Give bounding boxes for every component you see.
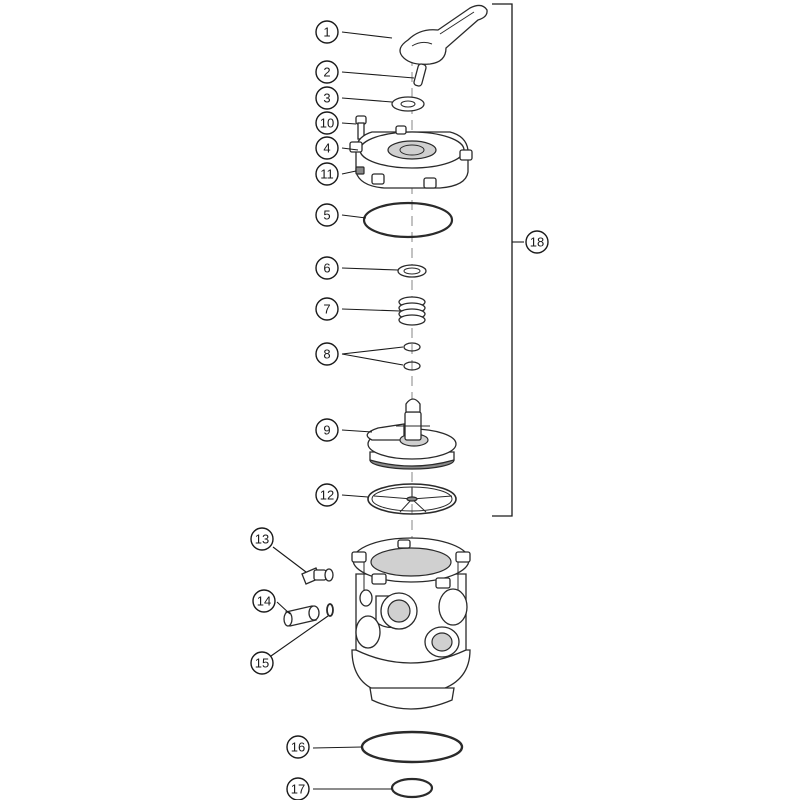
callout-5: 5 <box>315 203 339 227</box>
callout-17: 17 <box>286 777 310 800</box>
spider-gasket-part <box>367 483 457 515</box>
callout-label-7: 7 <box>323 302 330 317</box>
callout-6: 6 <box>315 256 339 280</box>
washer-part <box>391 96 425 112</box>
callout-10: 10 <box>315 111 339 135</box>
spring-part <box>398 296 426 326</box>
leader-lines <box>270 31 415 790</box>
rotor-part <box>366 398 457 470</box>
valve-cover-part <box>349 125 473 189</box>
bottom-o-ring-part <box>390 777 434 799</box>
base-o-ring-part <box>360 730 464 764</box>
callout-15: 15 <box>250 651 274 675</box>
callout-label-3: 3 <box>323 91 330 106</box>
callout-label-18: 18 <box>530 235 544 250</box>
callout-label-1: 1 <box>323 25 330 40</box>
callout-label-16: 16 <box>291 740 305 755</box>
gasket-part <box>397 264 427 278</box>
callout-label-13: 13 <box>255 532 269 547</box>
callout-label-4: 4 <box>323 141 330 156</box>
assembly-bracket <box>492 3 513 517</box>
valve-body-part <box>351 537 471 710</box>
callout-14: 14 <box>252 589 276 613</box>
callout-label-17: 17 <box>291 782 305 797</box>
callout-label-15: 15 <box>255 656 269 671</box>
callout-4: 4 <box>315 136 339 160</box>
callout-label-8: 8 <box>323 347 330 362</box>
callout-9: 9 <box>315 418 339 442</box>
sight-glass-part <box>301 567 334 585</box>
handle-part <box>399 4 488 65</box>
pin-part <box>413 63 427 87</box>
drain-cap-part <box>283 605 320 627</box>
callout-18: 18 <box>525 230 549 254</box>
callout-label-11: 11 <box>320 167 334 182</box>
callout-8: 8 <box>315 342 339 366</box>
callout-label-9: 9 <box>323 423 330 438</box>
callout-label-14: 14 <box>257 594 271 609</box>
nut-part <box>355 166 365 175</box>
drain-o-ring-part <box>326 603 334 617</box>
callout-label-2: 2 <box>323 65 330 80</box>
small-o-rings-part <box>403 342 421 371</box>
large-o-ring-part <box>362 201 454 239</box>
callout-label-6: 6 <box>323 261 330 276</box>
callout-1: 1 <box>315 20 339 44</box>
bolt-part <box>355 115 367 140</box>
callout-2: 2 <box>315 60 339 84</box>
callout-16: 16 <box>286 735 310 759</box>
callout-7: 7 <box>315 297 339 321</box>
callout-label-5: 5 <box>323 208 330 223</box>
callout-3: 3 <box>315 86 339 110</box>
callout-11: 11 <box>315 162 339 186</box>
callout-12: 12 <box>315 483 339 507</box>
callout-13: 13 <box>250 527 274 551</box>
callout-label-10: 10 <box>320 116 334 131</box>
callout-label-12: 12 <box>320 488 334 503</box>
